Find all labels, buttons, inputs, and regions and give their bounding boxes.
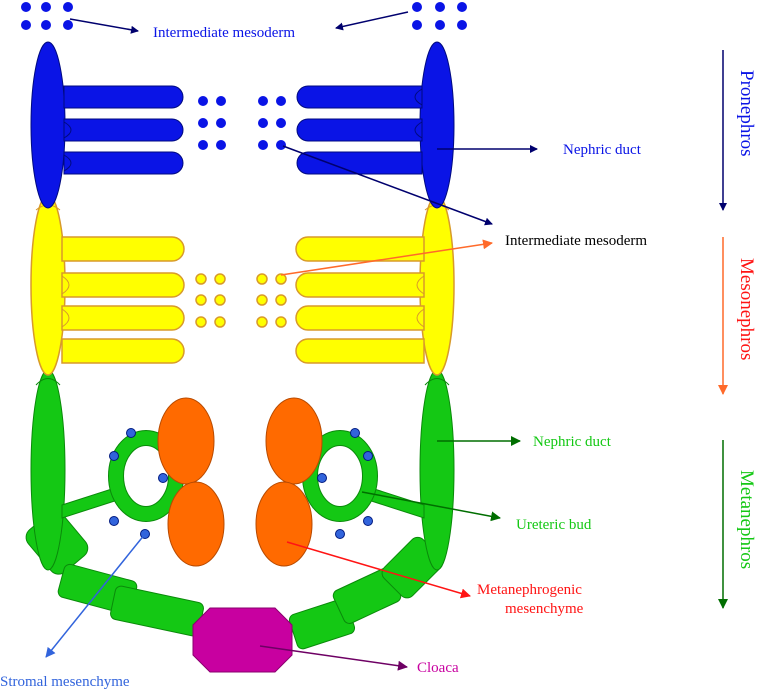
arrow-ureteric-bud — [361, 491, 501, 522]
stage-label-metanephros: Metanephros — [736, 470, 757, 569]
arrow-stromal-mesenchyme — [45, 533, 146, 658]
left-pronephric-tubules — [63, 85, 184, 175]
left-nephric-duct-pronephros — [30, 41, 66, 209]
right-nephric-duct-pronephros — [419, 41, 455, 209]
mesonephros-structure — [30, 194, 455, 376]
cloaca — [192, 607, 293, 673]
mesenchyme-right-lower — [255, 481, 313, 567]
mesenchyme-right-upper — [265, 397, 323, 485]
arrow-cloaca — [259, 645, 408, 671]
label-nephric-duct-pronephros: Nephric duct — [563, 142, 642, 158]
right-nephric-duct-metanephros — [419, 369, 455, 571]
pronephros-structure — [21, 2, 467, 209]
mesenchyme-left-upper — [157, 397, 215, 485]
arrow-metanephrogenic-mesenchyme — [286, 541, 471, 599]
metanephros-structure — [25, 369, 455, 650]
arrow-mesonephric-mesoderm — [280, 239, 493, 276]
mesenchyme-left-lower — [167, 481, 225, 567]
label-nephric-duct-metanephros: Nephric duct — [533, 434, 612, 450]
left-nephric-duct-metanephros — [30, 369, 66, 571]
mesonephric-mesoderm-dots — [195, 273, 287, 328]
label-ureteric-bud: Ureteric bud — [516, 517, 592, 533]
label-metanephrogenic-line1: Metanephrogenic — [477, 582, 582, 598]
left-mesonephric-tubules — [61, 236, 185, 364]
left-duct-bottom-segment-2 — [110, 585, 204, 637]
right-nephric-duct-mesonephros — [419, 194, 455, 376]
label-stromal-mesenchyme: Stromal mesenchyme — [0, 674, 130, 690]
left-nephric-duct-mesonephros — [30, 194, 66, 376]
metanephrogenic-mesenchyme — [157, 397, 323, 567]
arrow-intermediate-mesoderm-top-left — [69, 18, 139, 34]
stage-label-pronephros: Pronephros — [736, 70, 757, 157]
arrow-intermediate-mesoderm-mid — [282, 145, 493, 226]
label-cloaca: Cloaca — [417, 660, 459, 676]
stage-label-mesonephros: Mesonephros — [736, 258, 757, 360]
pronephric-mesoderm-dots — [21, 2, 467, 150]
right-mesonephric-tubules — [295, 236, 425, 364]
arrow-intermediate-mesoderm-top-right — [335, 11, 409, 31]
label-metanephrogenic-line2: mesenchyme — [505, 601, 584, 617]
stromal-mesenchyme-dots — [109, 428, 373, 539]
right-pronephric-tubules — [296, 85, 423, 175]
label-intermediate-mesoderm-mid: Intermediate mesoderm — [505, 233, 647, 249]
label-intermediate-mesoderm-top: Intermediate mesoderm — [153, 25, 295, 41]
label-arrows — [45, 11, 728, 671]
